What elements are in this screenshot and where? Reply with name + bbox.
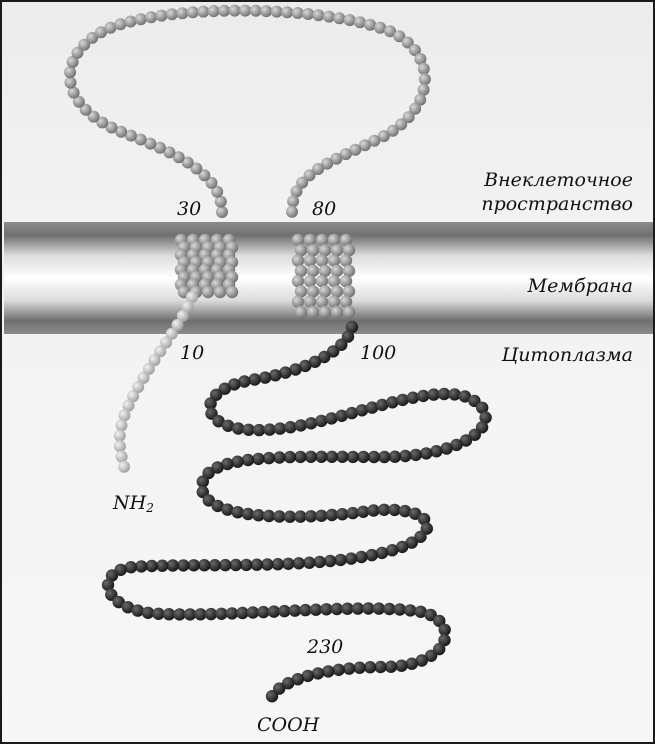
membrane-label: Мембрана [528, 277, 633, 296]
residue-label-30: 30 [177, 200, 201, 219]
n-terminus-label: NH2 [113, 494, 154, 514]
protein-chain [64, 5, 492, 703]
residue-label-230: 230 [307, 638, 343, 657]
residue-label-80: 80 [312, 200, 336, 219]
residue-label-10: 10 [180, 344, 204, 363]
cytoplasmic-chain [102, 321, 492, 703]
residue-label-100: 100 [360, 344, 396, 363]
extracellular-loop [64, 5, 431, 218]
cytoplasm-label: Цитоплазма [502, 346, 633, 365]
transmembrane-helix-1 [175, 234, 238, 298]
c-terminus-label: COOH [257, 716, 319, 735]
n-terminus-subscript: 2 [146, 501, 154, 515]
n-terminus-base: NH [113, 492, 146, 514]
extracellular-label-line1: Внеклеточное [484, 171, 633, 190]
extracellular-label-line2: пространство [481, 195, 633, 214]
transmembrane-helix-2 [292, 234, 355, 318]
